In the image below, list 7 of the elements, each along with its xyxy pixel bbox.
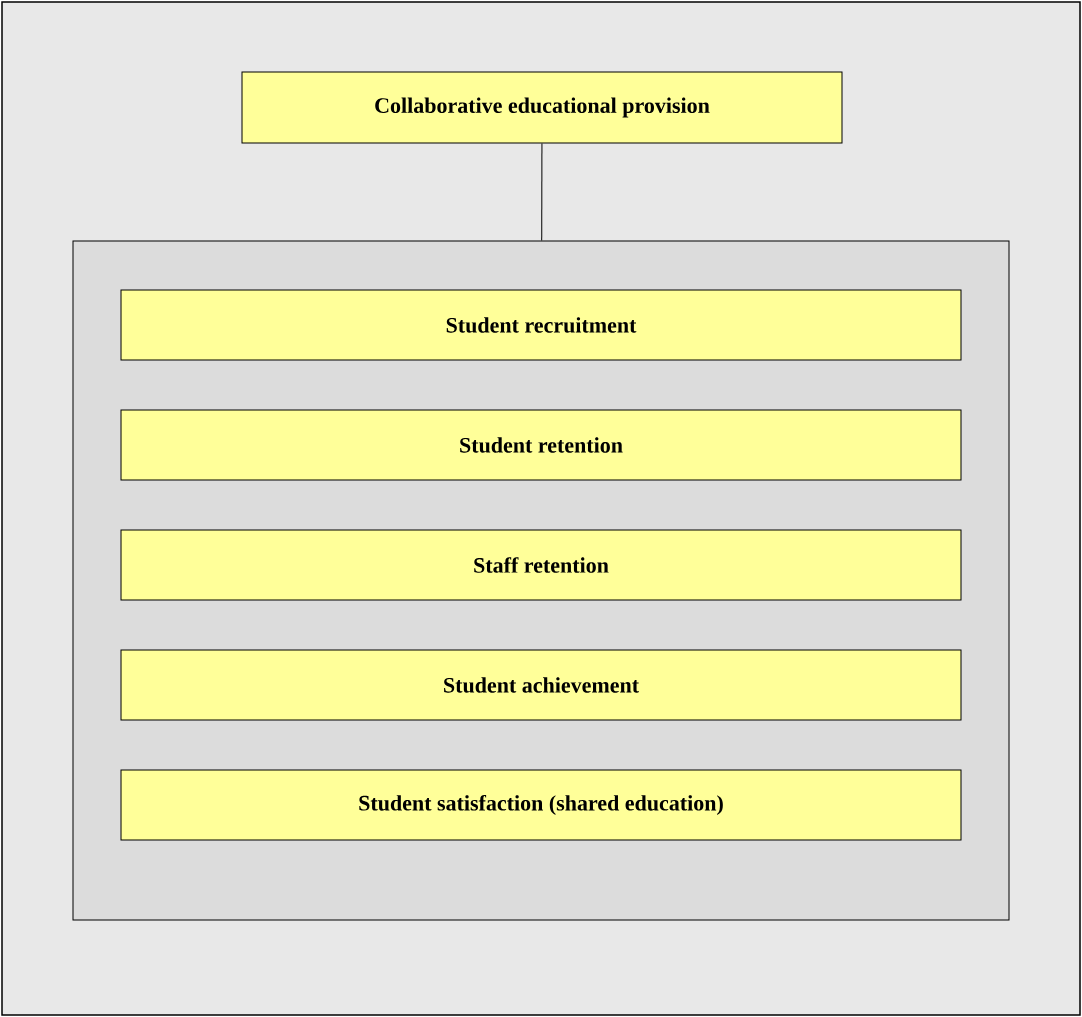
label-box: Student achievement (120, 649, 962, 721)
label-box: Student recruitment (120, 289, 962, 361)
label-box: Student retention (120, 409, 962, 481)
label-box: Student satisfaction (shared education) (120, 769, 962, 841)
label-box: Collaborative educational provision (241, 71, 843, 144)
label-box: Staff retention (120, 529, 962, 601)
connector-line (541, 143, 543, 241)
